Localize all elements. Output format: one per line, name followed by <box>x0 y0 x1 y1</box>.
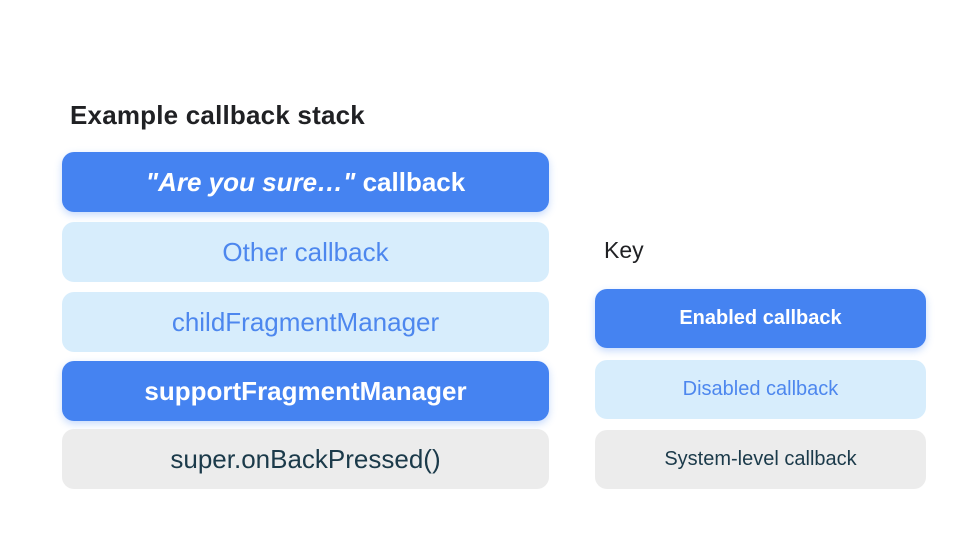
stack-item-label-quoted: "Are you sure…" <box>145 166 356 197</box>
stack-item-label-rest: callback <box>355 166 466 197</box>
stack-item-other-callback: Other callback <box>62 222 549 282</box>
stack-item-label: Other callback <box>222 236 389 267</box>
stack-item-label: super.onBackPressed() <box>170 443 441 474</box>
stack-item-support-fragment-manager: supportFragmentManager <box>62 361 549 421</box>
stack-title: Example callback stack <box>70 100 365 130</box>
stack-item-are-you-sure-callback: "Are you sure…" callback <box>62 152 549 212</box>
key-item-system-level-callback: System-level callback <box>595 430 926 489</box>
stack-item-label: childFragmentManager <box>171 306 440 337</box>
stack-item-super-on-back-pressed: super.onBackPressed() <box>62 429 549 489</box>
key-item-label: Disabled callback <box>682 378 839 400</box>
key-item-enabled-callback: Enabled callback <box>595 289 926 348</box>
stack-item-label: "Are you sure…" callback <box>146 167 465 198</box>
stack-item-label: supportFragmentManager <box>144 375 467 406</box>
key-item-label: System-level callback <box>664 448 857 470</box>
key-item-disabled-callback: Disabled callback <box>595 360 926 419</box>
stack-item-child-fragment-manager: childFragmentManager <box>62 292 549 352</box>
key-item-label: Enabled callback <box>679 307 842 329</box>
key-title: Key <box>604 237 644 263</box>
